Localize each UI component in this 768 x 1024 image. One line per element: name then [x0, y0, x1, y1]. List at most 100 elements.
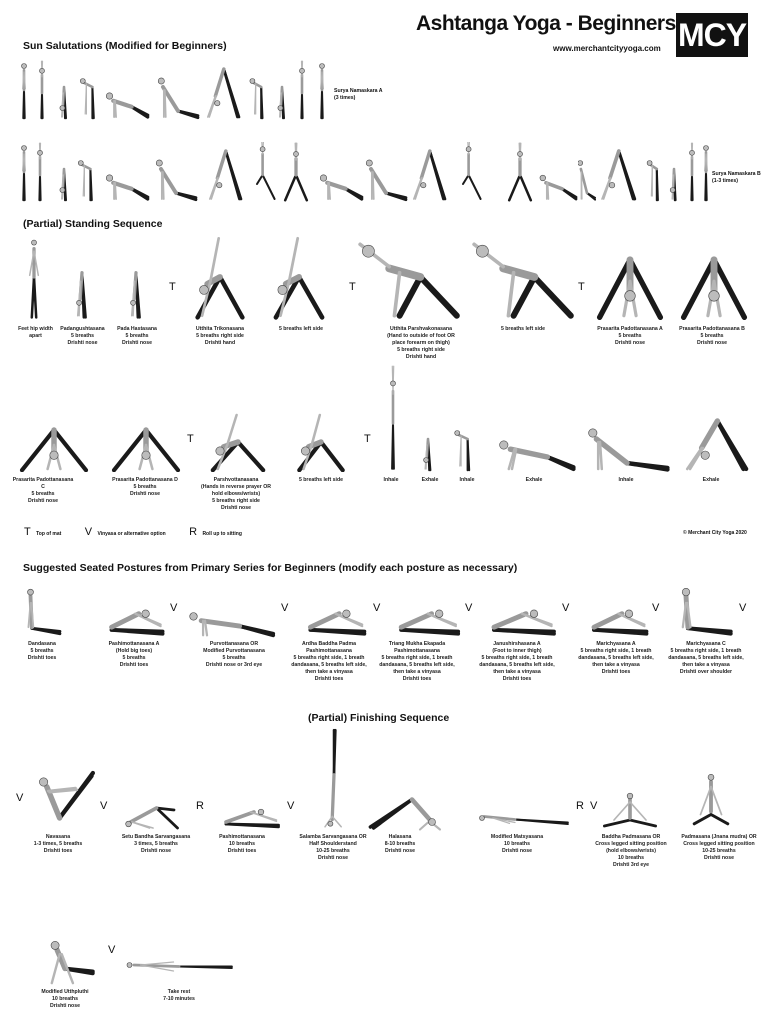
- standing-caption: Inhale: [606, 477, 646, 484]
- standing-caption: 5 breaths left side: [480, 326, 566, 333]
- caption-line: 5 breaths: [30, 648, 54, 654]
- sequence-marker-v: V: [590, 800, 598, 812]
- finishing-pose: [364, 782, 444, 832]
- caption-line: Inhale: [618, 477, 634, 483]
- sun-a-pose: [272, 60, 292, 120]
- caption-line: Utthita Trikonasana: [195, 326, 245, 332]
- caption-line: Drishti toes: [43, 848, 73, 854]
- caption-line: 8-10 breaths: [384, 841, 416, 847]
- caption-line: Salamba Sarvangasana OR: [299, 834, 367, 840]
- caption-line: Inhale: [383, 477, 399, 483]
- finishing-pose: [212, 790, 282, 830]
- caption-line: then take a vinyasa: [682, 662, 730, 668]
- sun-a-pose: [78, 60, 102, 120]
- caption-line: 5 breaths: [31, 491, 55, 497]
- standing-pose: [266, 234, 332, 320]
- caption-line: Modified Matsyasana: [490, 834, 544, 840]
- standing-pose: [494, 412, 576, 472]
- caption-line: Drishti hand: [405, 354, 437, 360]
- caption-line: dandasana, 5 breaths left side,: [578, 655, 654, 661]
- caption-line: 5 breaths right side, 1 breath: [580, 648, 652, 654]
- caption-line: Drishti nose: [141, 848, 171, 854]
- caption-line: Drishti toes: [119, 662, 149, 668]
- caption-line: 5 breaths: [125, 333, 149, 339]
- caption-line: 10-25 breaths: [702, 848, 736, 854]
- caption-line: 5 breaths right side, 1 breath: [293, 655, 365, 661]
- caption-line: 5 breaths right side, 1 breath: [481, 655, 553, 661]
- seated-pose: [98, 584, 166, 638]
- standing-pose: [106, 412, 186, 472]
- caption-line: Prasarita Padottanasana A: [597, 326, 663, 332]
- caption-line: Pada Hastasana: [117, 326, 157, 332]
- caption-line: Utthita Parshvakonasana: [390, 326, 452, 332]
- caption-line: Feet hip width: [18, 326, 53, 332]
- sun-b-pose: [364, 142, 408, 202]
- caption-line: (Foot to inner thigh): [492, 648, 542, 654]
- label-line: Surya Namaskara A: [334, 88, 383, 94]
- caption-line: (hold elbows/wrists): [606, 848, 656, 854]
- sun-b-pose: [54, 142, 74, 202]
- sun-b-pose: [18, 142, 30, 202]
- caption-line: Exhale: [421, 477, 439, 483]
- caption-line: Drishti toes: [314, 676, 344, 682]
- caption-line: then take a vinyasa: [493, 669, 541, 675]
- sequence-marker-v: V: [287, 800, 295, 812]
- label-line: (1-3 times): [712, 178, 738, 184]
- caption-line: 5 breaths: [618, 333, 642, 339]
- caption-line: Padangushtasana: [60, 326, 105, 332]
- caption-line: (Hands in reverse prayer OR: [200, 484, 272, 490]
- seated-caption: Pashimottanasana A(Hold big toes)5 breat…: [104, 641, 164, 669]
- standing-caption: 5 breaths left side: [266, 326, 336, 333]
- sequence-marker-v: V: [108, 944, 116, 956]
- caption-line: Drishti nose: [318, 855, 348, 861]
- standing-pose: [118, 234, 154, 320]
- caption-line: Drishti toes: [601, 669, 631, 675]
- sun-b-pose: [666, 142, 682, 202]
- sequence-marker-t: T: [364, 433, 371, 445]
- caption-line: Cross legged sitting position: [683, 841, 755, 847]
- caption-line: Purvottanasana OR: [209, 641, 259, 647]
- section-title-sun-salutations: Sun Salutations (Modified for Beginners): [23, 40, 227, 52]
- finishing-pose: [690, 768, 732, 830]
- caption-line: Drishti nose: [697, 340, 727, 346]
- sequence-marker-t: T: [349, 281, 356, 293]
- sun-a-pose: [54, 60, 74, 120]
- seated-pose: [580, 584, 650, 638]
- caption-line: Janushirshasana A: [493, 641, 541, 647]
- mcy-logo: MCY: [676, 13, 748, 57]
- standing-pose: [582, 412, 672, 472]
- standing-pose: [416, 412, 440, 472]
- caption-line: 5 breaths: [700, 333, 724, 339]
- standing-pose: [14, 412, 94, 472]
- caption-line: Drishti nose: [221, 505, 251, 511]
- caption-line: Cross legged sitting position: [595, 841, 667, 847]
- sun-b-pose: [154, 142, 198, 202]
- sun-a-pose: [296, 60, 308, 120]
- sequence-marker-t: T: [187, 433, 194, 445]
- sun-b-pose: [278, 142, 314, 202]
- sequence-marker-v: V: [16, 792, 24, 804]
- caption-line: Dandasana: [28, 641, 56, 647]
- caption-line: Triang Mukha Ekapada: [388, 641, 446, 647]
- standing-caption: 5 breaths left side: [290, 477, 352, 484]
- sequence-marker-v: V: [465, 602, 473, 614]
- caption-line: Padmasana (Jnana mudra) OR: [681, 834, 757, 840]
- caption-line: Modified Purvottanasana: [203, 648, 265, 654]
- standing-pose: [676, 234, 752, 320]
- caption-line: dandasana, 5 breaths left side,: [291, 662, 367, 668]
- website-url[interactable]: www.merchantcityyoga.com: [553, 44, 661, 53]
- final-pose: [124, 950, 234, 980]
- caption-line: 1-3 times, 5 breaths: [33, 841, 83, 847]
- label-line: Surya Namaskara B: [712, 171, 761, 177]
